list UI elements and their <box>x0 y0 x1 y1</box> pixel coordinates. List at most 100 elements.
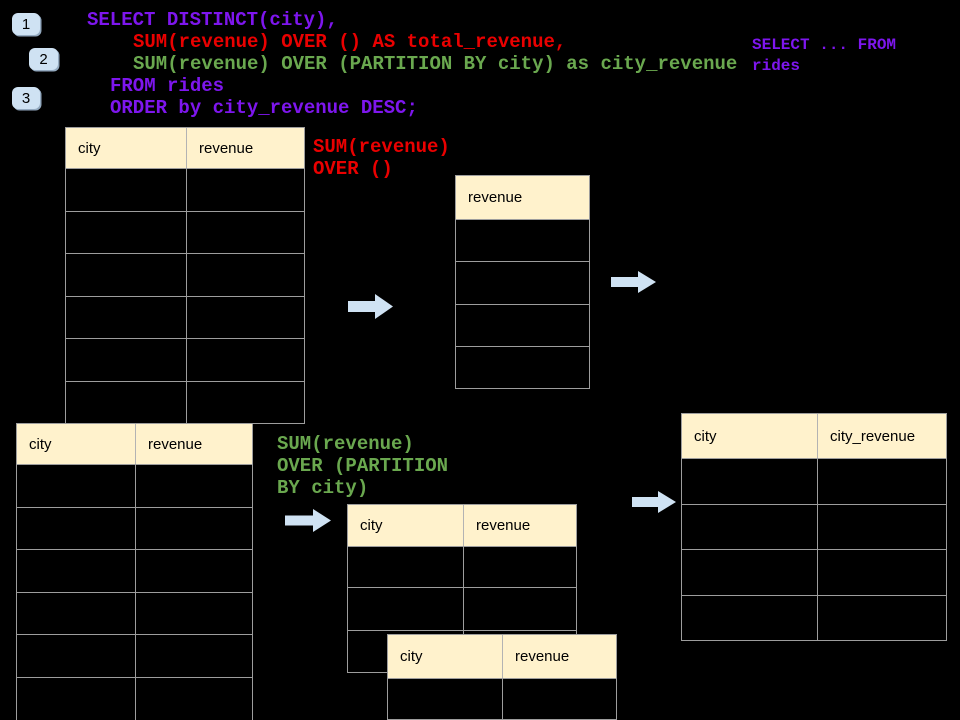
table-cell <box>456 305 589 346</box>
table-row <box>66 339 304 382</box>
table-cell <box>17 592 136 635</box>
table-cell <box>187 382 304 424</box>
arrow-step2-icon <box>611 271 656 293</box>
table-cell <box>17 550 136 592</box>
table-row <box>66 254 304 297</box>
table-row <box>456 220 589 263</box>
column-header-label: city <box>29 435 52 453</box>
label-sum-over-total-line2: OVER () <box>313 158 393 180</box>
table-cell <box>187 297 304 339</box>
table-header-row: city revenue <box>17 424 252 465</box>
column-header-label: city <box>78 139 101 157</box>
table-row <box>456 346 589 389</box>
table-row <box>66 211 304 254</box>
table-row <box>17 592 252 636</box>
table-total-revenue-result: revenue <box>455 175 590 390</box>
table-cell <box>503 679 616 719</box>
column-header-label: city_revenue <box>830 427 916 445</box>
column-header-revenue: revenue <box>503 635 616 678</box>
table-cell <box>456 262 589 303</box>
table-header-row: revenue <box>456 176 589 220</box>
label-sum-over-partition-line2: OVER (PARTITION <box>277 455 449 477</box>
sql-code-line-1: SELECT DISTINCT(city), <box>87 9 338 31</box>
sql-code-line-5: ORDER by city_revenue DESC; <box>110 97 418 119</box>
column-header-revenue: revenue <box>456 176 589 219</box>
table-cell <box>17 507 136 550</box>
column-header-city: city <box>348 505 464 546</box>
column-header-label: revenue <box>515 648 570 665</box>
column-header-label: revenue <box>148 435 203 453</box>
table-row <box>682 595 946 640</box>
table-cell <box>348 588 464 630</box>
table-row <box>682 459 946 505</box>
table-cell <box>66 339 187 381</box>
table-cell <box>136 550 252 592</box>
column-header-label: city <box>400 648 423 665</box>
table-cell <box>66 381 187 423</box>
table-cell <box>682 595 818 640</box>
arrow-step1-icon <box>348 294 393 319</box>
table-cell <box>187 212 304 254</box>
column-header-label: revenue <box>476 517 531 534</box>
table-cell <box>456 347 589 388</box>
table-cell <box>136 508 252 550</box>
column-header-city: city <box>17 424 136 464</box>
table-cell <box>456 220 589 261</box>
table-row <box>348 547 576 588</box>
table-header-row: city revenue <box>66 128 304 169</box>
step-badge-3-label: 3 <box>21 89 31 107</box>
column-header-city: city <box>66 128 187 168</box>
table-cell <box>66 169 187 211</box>
table-row <box>682 504 946 550</box>
table-row <box>388 679 616 719</box>
sql-code-line-3: SUM(revenue) OVER (PARTITION BY city) as… <box>133 53 738 75</box>
column-header-city: city <box>388 635 503 678</box>
note-select-from: SELECT ... FROM <box>752 36 897 54</box>
table-header-row: city revenue <box>348 505 576 547</box>
table-cell <box>187 339 304 381</box>
table-cell <box>17 635 136 677</box>
table-cell <box>17 677 136 720</box>
note-rides: rides <box>752 57 801 75</box>
table-row <box>66 296 304 339</box>
column-header-revenue: revenue <box>464 505 576 546</box>
table-source-bottom: city revenue <box>16 423 253 720</box>
table-source-top: city revenue <box>65 127 305 424</box>
arrow-step3-icon <box>285 509 331 532</box>
table-cell <box>136 465 252 507</box>
table-cell <box>464 588 576 630</box>
label-sum-over-total-line1: SUM(revenue) <box>313 136 450 158</box>
table-row <box>456 304 589 347</box>
table-cell <box>464 547 576 587</box>
column-header-label: revenue <box>468 189 523 206</box>
step-badge-2-label: 2 <box>39 50 48 68</box>
table-cell <box>66 296 187 338</box>
step-badge-1: 1 <box>12 13 40 35</box>
table-row <box>17 550 252 593</box>
table-cell <box>388 679 503 719</box>
label-sum-over-partition-line3: BY city) <box>277 477 369 499</box>
table-cell <box>17 465 136 507</box>
table-cell <box>66 211 187 253</box>
label-sum-over-partition-line1: SUM(revenue) <box>277 433 414 455</box>
column-header-revenue: revenue <box>136 424 252 464</box>
table-cell <box>136 593 252 635</box>
table-row <box>17 465 252 508</box>
table-cell <box>682 504 818 549</box>
table-row <box>348 588 576 631</box>
column-header-city-revenue: city_revenue <box>818 414 946 458</box>
table-row <box>682 550 946 596</box>
table-row <box>66 381 304 424</box>
table-cell <box>66 254 187 296</box>
column-header-revenue: revenue <box>187 128 304 168</box>
table-row <box>17 677 252 720</box>
table-cell <box>682 550 818 595</box>
table-cell <box>818 459 946 504</box>
step-badge-1-label: 1 <box>21 15 31 33</box>
table-cell <box>187 254 304 296</box>
table-cell <box>136 678 252 720</box>
step-badge-2: 2 <box>29 48 58 70</box>
table-header-row: city revenue <box>388 635 616 679</box>
table-cell <box>818 550 946 595</box>
